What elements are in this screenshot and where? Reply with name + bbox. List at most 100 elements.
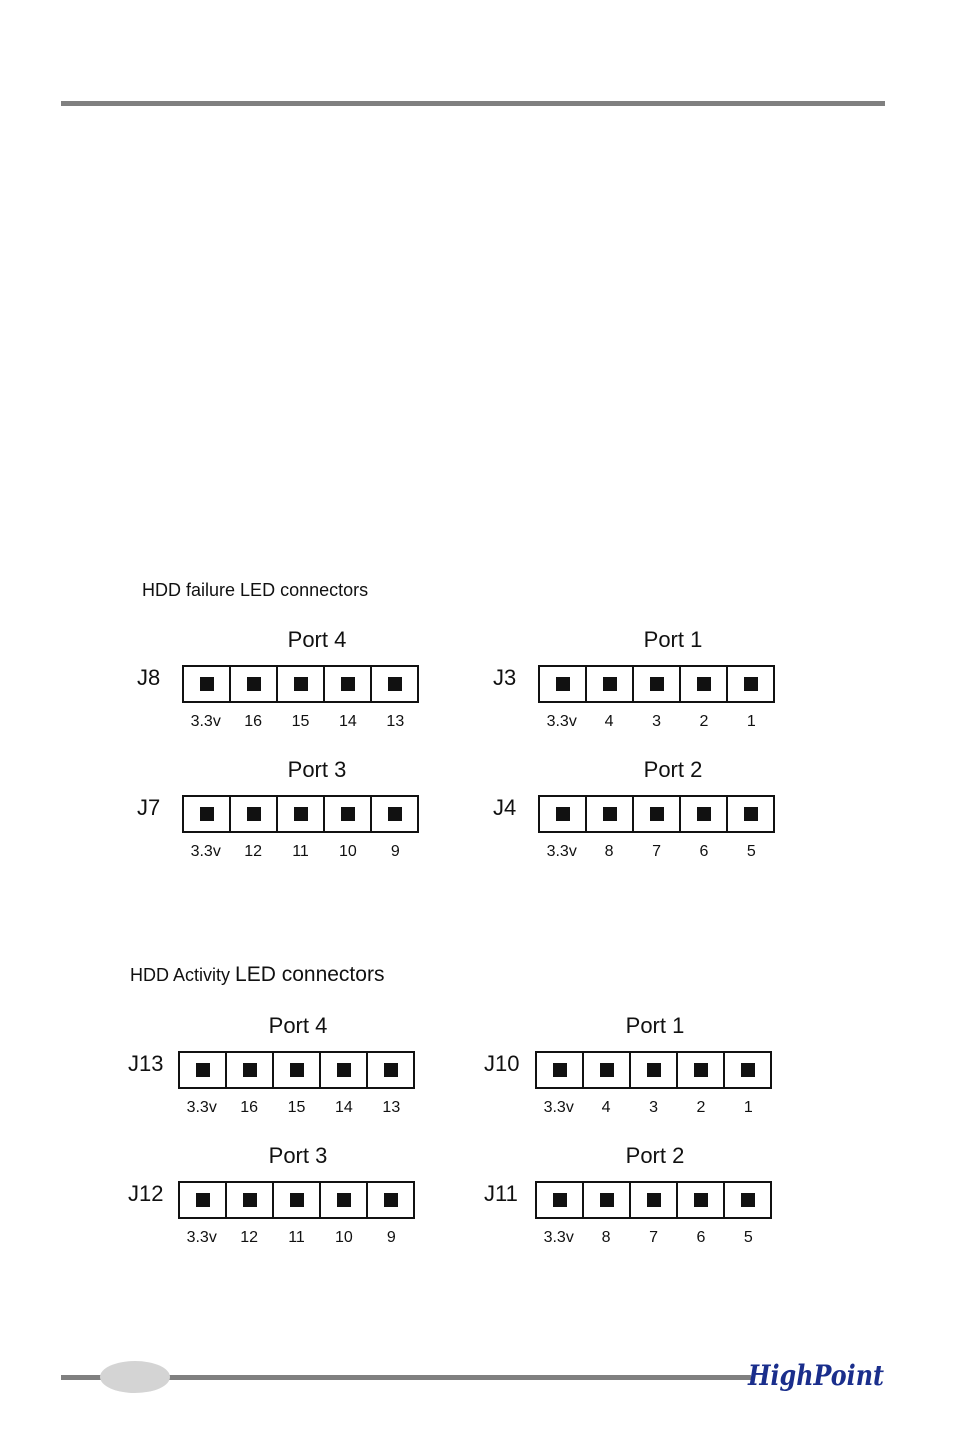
pin-labels: 3.3v 8 7 6 5 — [535, 1229, 772, 1247]
pin-cell — [632, 667, 679, 701]
highpoint-logo: HighPoint — [745, 1355, 887, 1399]
pin-label: 3.3v — [178, 1229, 225, 1247]
port-label: Port 4 — [178, 1013, 418, 1039]
port-label: Port 2 — [535, 1143, 775, 1169]
pin — [553, 1063, 567, 1077]
pin-header — [182, 665, 419, 703]
pin — [556, 677, 570, 691]
pin-label: 7 — [630, 1229, 677, 1247]
connector-j4: Port 2 J4 3.3v 8 7 6 5 — [493, 757, 793, 877]
pin-label: 3.3v — [178, 1099, 225, 1117]
pin — [290, 1193, 304, 1207]
pin-cell — [180, 1053, 225, 1087]
pin — [200, 807, 214, 821]
pin — [247, 807, 261, 821]
pin — [553, 1193, 567, 1207]
jumper-label: J4 — [493, 795, 516, 821]
pin-label: 3 — [633, 713, 680, 731]
pin — [337, 1063, 351, 1077]
pin-cell — [272, 1053, 319, 1087]
pin-cell — [370, 667, 417, 701]
section-title-small: HDD Activity — [130, 965, 230, 985]
pin-cell — [726, 667, 773, 701]
jumper-label: J7 — [137, 795, 160, 821]
pin-label: 16 — [225, 1099, 272, 1117]
section-title-large: LED connectors — [240, 580, 368, 600]
pin-cell — [679, 797, 726, 831]
pin — [294, 677, 308, 691]
pin — [647, 1063, 661, 1077]
pin — [694, 1063, 708, 1077]
page-number-oval — [100, 1361, 170, 1393]
section-title-failure: HDD failure LED connectors — [142, 580, 368, 601]
pin-label: 3 — [630, 1099, 677, 1117]
pin-label: 3.3v — [182, 843, 229, 861]
pin — [744, 677, 758, 691]
pin — [290, 1063, 304, 1077]
pin-label: 14 — [320, 1099, 367, 1117]
port-label: Port 1 — [535, 1013, 775, 1039]
pin — [600, 1063, 614, 1077]
pin-label: 15 — [277, 713, 324, 731]
pin-label: 5 — [728, 843, 775, 861]
pin-cell — [676, 1183, 723, 1217]
port-label: Port 2 — [553, 757, 793, 783]
pin-labels: 3.3v 4 3 2 1 — [538, 713, 775, 731]
pin — [556, 807, 570, 821]
connector-j8: Port 4 J8 3.3v 16 15 14 13 — [137, 627, 437, 747]
pin-label: 10 — [320, 1229, 367, 1247]
pin-label: 3.3v — [535, 1099, 582, 1117]
jumper-label: J8 — [137, 665, 160, 691]
pin-label: 11 — [277, 843, 324, 861]
pin-label: 3.3v — [538, 843, 585, 861]
pin — [741, 1193, 755, 1207]
pin-label: 9 — [368, 1229, 415, 1247]
section-title-large: LED connectors — [235, 963, 384, 986]
pin-cell — [537, 1053, 582, 1087]
pin — [744, 807, 758, 821]
jumper-label: J12 — [128, 1181, 163, 1207]
pin-cell — [366, 1053, 413, 1087]
pin-cell — [723, 1183, 770, 1217]
pin — [741, 1063, 755, 1077]
pin-header — [535, 1051, 772, 1089]
pin — [341, 677, 355, 691]
jumper-label: J11 — [484, 1181, 518, 1207]
connector-j3: Port 1 J3 3.3v 4 3 2 1 — [493, 627, 793, 747]
pin-labels: 3.3v 8 7 6 5 — [538, 843, 775, 861]
pin-cell — [540, 667, 585, 701]
pin-label: 1 — [728, 713, 775, 731]
pin-labels: 3.3v 16 15 14 13 — [182, 713, 419, 731]
logo-text: HighPoint — [747, 1359, 884, 1392]
pin — [337, 1193, 351, 1207]
pin — [243, 1193, 257, 1207]
pin-labels: 3.3v 4 3 2 1 — [535, 1099, 772, 1117]
pin-cell — [323, 797, 370, 831]
pin-label: 3.3v — [535, 1229, 582, 1247]
pin-cell — [585, 667, 632, 701]
pin-cell — [582, 1183, 629, 1217]
pin-cell — [276, 667, 323, 701]
pin — [694, 1193, 708, 1207]
pin — [650, 677, 664, 691]
pin-cell — [726, 797, 773, 831]
pin-label: 12 — [229, 843, 276, 861]
pin-cell — [370, 797, 417, 831]
pin-cell — [366, 1183, 413, 1217]
pin — [697, 807, 711, 821]
connector-j11: Port 2 J11 3.3v 8 7 6 5 — [484, 1143, 784, 1263]
connector-j7: Port 3 J7 3.3v 12 11 10 9 — [137, 757, 437, 877]
pin — [196, 1193, 210, 1207]
pin-cell — [723, 1053, 770, 1087]
pin — [384, 1193, 398, 1207]
pin-cell — [229, 667, 276, 701]
pin-cell — [180, 1183, 225, 1217]
pin-cell — [276, 797, 323, 831]
pin-header — [538, 665, 775, 703]
pin-label: 13 — [372, 713, 419, 731]
pin-label: 7 — [633, 843, 680, 861]
section-title-activity: HDD Activity LED connectors — [130, 963, 384, 987]
pin-label: 13 — [368, 1099, 415, 1117]
pin — [603, 677, 617, 691]
pin-label: 6 — [677, 1229, 724, 1247]
